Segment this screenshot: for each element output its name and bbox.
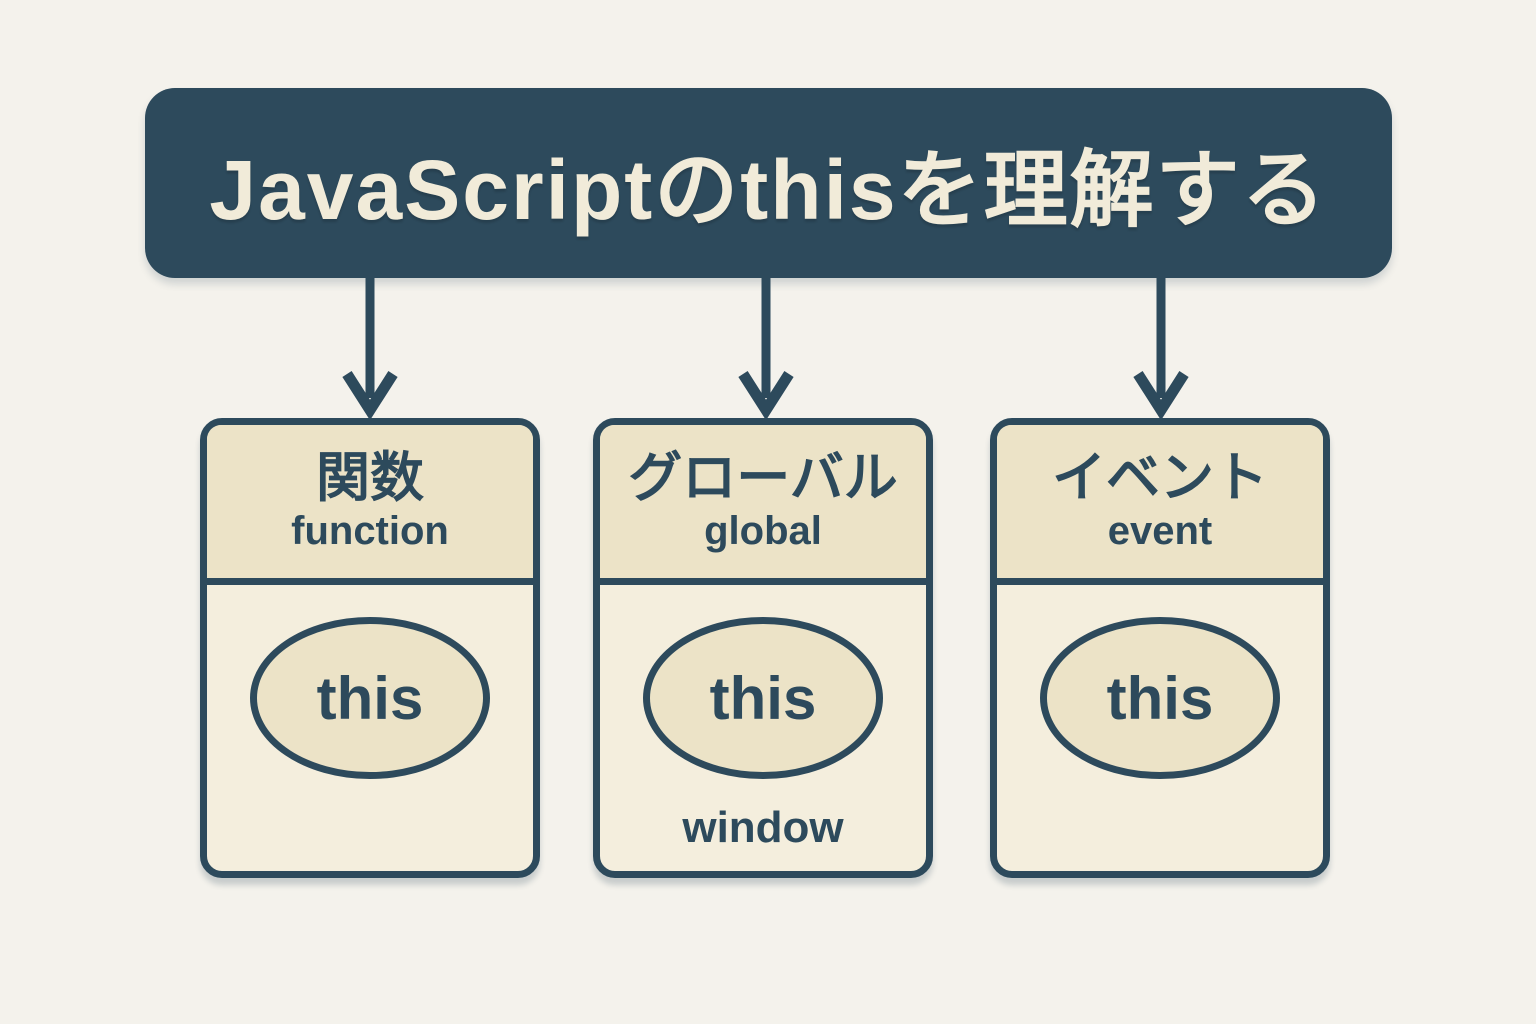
card-global-note: window — [682, 803, 844, 852]
card-function-this-label: this — [316, 664, 424, 732]
card-event-header: イベント event — [997, 425, 1323, 585]
diagram-title: JavaScriptのthisを理解する — [209, 142, 1328, 237]
card-event-body: this — [997, 585, 1323, 871]
title-banner: JavaScriptのthisを理解する — [145, 88, 1392, 278]
card-global-this-label: this — [709, 664, 817, 732]
card-event-title-ja: イベント — [1052, 448, 1268, 509]
card-function-this-ellipse: this — [250, 617, 490, 779]
card-event-this-ellipse: this — [1040, 617, 1280, 779]
arrow-head-global-icon — [738, 371, 794, 421]
card-global-this-ellipse: this — [643, 617, 883, 779]
card-event-this-label: this — [1106, 664, 1214, 732]
card-global: グローバル global this window — [593, 418, 933, 878]
card-global-title-ja: グローバル — [628, 448, 898, 509]
card-function-title-ja: 関数 — [316, 448, 424, 509]
card-event-title-en: event — [1107, 508, 1213, 553]
card-global-body: this window — [600, 585, 926, 871]
card-function-title-en: function — [291, 508, 449, 553]
card-global-header: グローバル global — [600, 425, 926, 585]
arrow-head-function-icon — [342, 371, 398, 421]
card-function-header: 関数 function — [207, 425, 533, 585]
card-global-title-en: global — [704, 508, 822, 553]
card-event: イベント event this — [990, 418, 1330, 878]
card-function-body: this — [207, 585, 533, 871]
arrow-head-event-icon — [1133, 371, 1189, 421]
card-function: 関数 function this — [200, 418, 540, 878]
